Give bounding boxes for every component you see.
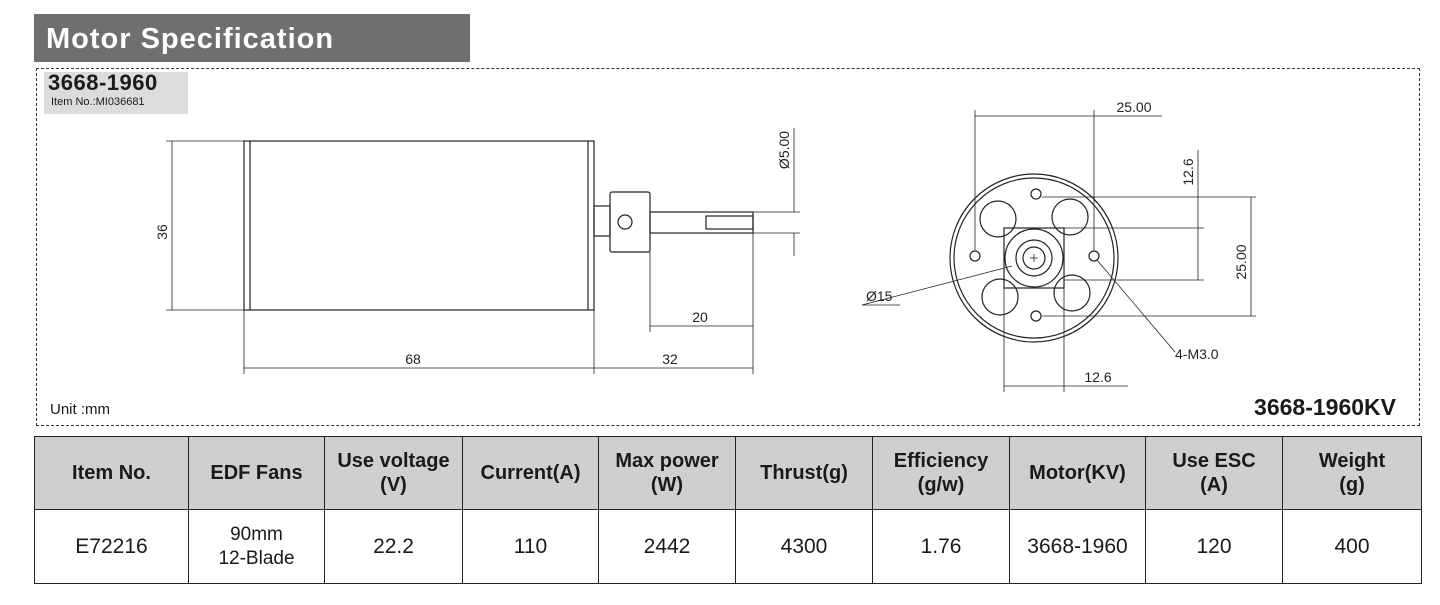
col-current: Current(A) bbox=[462, 436, 599, 510]
model-tag bbox=[44, 72, 188, 114]
cell-max-power: 2442 bbox=[598, 509, 736, 584]
dim-diameter: 36 bbox=[154, 224, 170, 240]
model-name: 3668-1960 bbox=[48, 70, 158, 95]
motor-body bbox=[243, 140, 595, 311]
dim-upper-offset: 12.6 bbox=[1180, 158, 1196, 185]
dim-bore: Ø15 bbox=[866, 288, 893, 304]
drawing-frame bbox=[36, 68, 1420, 426]
screw-hole bbox=[1088, 250, 1100, 262]
dim-vertical: 25.00 bbox=[1233, 244, 1249, 279]
vent-hole bbox=[1053, 274, 1091, 312]
dim-length: 68 bbox=[405, 351, 421, 367]
cell-esc: 120 bbox=[1145, 509, 1283, 584]
front-face bbox=[949, 173, 1119, 343]
screw-hole bbox=[969, 250, 981, 262]
technical-drawing: 36 68 32 20 Ø5.00 25.00 12.6 25.00 12.6 … bbox=[154, 99, 1256, 392]
vent-hole bbox=[979, 200, 1017, 238]
model-item-no: Item No.:MI036681 bbox=[51, 96, 145, 108]
col-esc: Use ESC(A) bbox=[1145, 436, 1283, 510]
page-title: Motor Specification bbox=[34, 14, 470, 62]
dim-bottom-offset: 12.6 bbox=[1084, 369, 1111, 385]
col-efficiency: Efficiency(g/w) bbox=[872, 436, 1010, 510]
vent-hole bbox=[981, 278, 1019, 316]
col-motor-kv: Motor(KV) bbox=[1009, 436, 1146, 510]
cell-weight: 400 bbox=[1282, 509, 1422, 584]
col-weight: Weight(g) bbox=[1282, 436, 1422, 510]
col-item-no: Item No. bbox=[34, 436, 189, 510]
cell-efficiency: 1.76 bbox=[872, 509, 1010, 584]
dim-shaft-dia: Ø5.00 bbox=[776, 131, 792, 169]
cell-thrust: 4300 bbox=[735, 509, 873, 584]
dim-top-width: 25.00 bbox=[1116, 99, 1151, 115]
col-edf-fans: EDF Fans bbox=[188, 436, 325, 510]
col-voltage: Use voltage(V) bbox=[324, 436, 463, 510]
bearing-square bbox=[1003, 227, 1065, 289]
shaft-collar bbox=[593, 205, 611, 237]
table-header-row: Item No. EDF Fans Use voltage(V) Current… bbox=[34, 436, 1422, 510]
dim-shaft-length: 32 bbox=[662, 351, 678, 367]
vent-hole bbox=[1051, 198, 1089, 236]
spec-table: Item No. EDF Fans Use voltage(V) Current… bbox=[34, 436, 1422, 584]
screw-hole bbox=[1030, 188, 1042, 200]
col-max-power: Max power(W) bbox=[598, 436, 736, 510]
shaft bbox=[649, 211, 754, 234]
cell-motor-kv: 3668-1960 bbox=[1009, 509, 1146, 584]
kv-label: 3668-1960KV bbox=[1254, 394, 1396, 420]
unit-label: Unit :mm bbox=[50, 401, 110, 418]
dim-shaft-ext: 20 bbox=[692, 309, 708, 325]
screw-hole bbox=[1030, 310, 1042, 322]
cell-item-no: E72216 bbox=[34, 509, 189, 584]
dim-screws: 4-M3.0 bbox=[1175, 346, 1219, 362]
col-thrust: Thrust(g) bbox=[735, 436, 873, 510]
cell-voltage: 22.2 bbox=[324, 509, 463, 584]
cell-current: 110 bbox=[462, 509, 599, 584]
